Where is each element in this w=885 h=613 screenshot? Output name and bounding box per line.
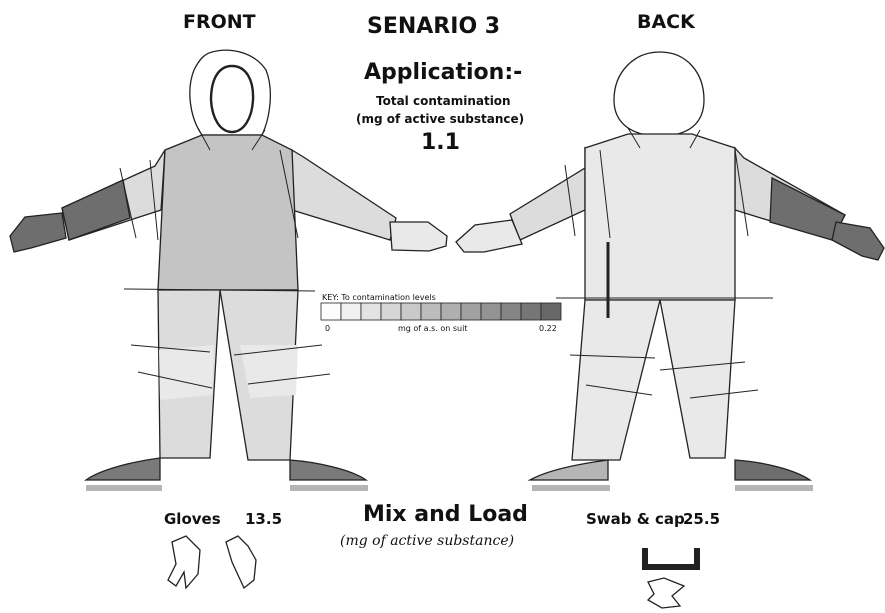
front-face xyxy=(211,66,253,132)
swab-cap-icon xyxy=(645,548,697,608)
total-contamination-value: 1.1 xyxy=(421,130,460,155)
front-label: FRONT xyxy=(183,11,256,33)
key-unit-label: mg of a.s. on suit xyxy=(398,324,467,333)
total-contamination-unit: (mg of active substance) xyxy=(356,112,524,126)
key-shade-swatch xyxy=(341,303,361,320)
key-shade-swatch xyxy=(481,303,501,320)
front-left-sole xyxy=(290,485,368,491)
key-shade-swatch xyxy=(381,303,401,320)
mix-and-load-subheading: (mg of active substance) xyxy=(340,533,514,549)
key-min-label: 0 xyxy=(325,324,330,333)
key-shade-swatch xyxy=(541,303,561,320)
key-shade-swatch xyxy=(401,303,421,320)
key-shade-swatch xyxy=(421,303,441,320)
back-head xyxy=(614,52,704,136)
back-left-boot xyxy=(735,460,810,480)
front-right-mitten xyxy=(10,213,66,252)
key-shade-swatch xyxy=(521,303,541,320)
front-left-arm xyxy=(292,150,396,240)
glove-right-icon xyxy=(226,536,256,588)
total-contamination-label: Total contamination xyxy=(376,94,511,108)
key-title: KEY: To contamination levels xyxy=(322,293,436,302)
back-right-mitten xyxy=(832,222,884,260)
back-right-boot xyxy=(530,460,608,480)
front-right-sole xyxy=(86,485,162,491)
front-right-knee-patch xyxy=(159,345,214,400)
key-shade-swatch xyxy=(501,303,521,320)
back-left-mitten xyxy=(456,220,522,252)
key-max-label: 0.22 xyxy=(539,324,557,333)
key-shade-scale xyxy=(321,303,561,320)
front-torso xyxy=(158,135,298,290)
back-right-sole xyxy=(532,485,610,491)
contamination-key xyxy=(321,303,561,320)
front-left-mitten xyxy=(390,222,447,251)
application-heading: Application:- xyxy=(364,60,522,85)
swab-icon xyxy=(648,578,684,608)
key-shade-swatch xyxy=(321,303,341,320)
front-right-boot xyxy=(86,458,160,480)
mix-and-load-heading: Mix and Load xyxy=(363,502,528,527)
gloves-label: Gloves xyxy=(164,510,221,528)
scenario-title: SENARIO 3 xyxy=(367,14,500,39)
key-shade-swatch xyxy=(441,303,461,320)
swab-cap-label: Swab & cap xyxy=(586,510,685,528)
back-label: BACK xyxy=(637,11,695,33)
back-left-sole xyxy=(735,485,813,491)
gloves-value: 13.5 xyxy=(245,510,282,528)
key-shade-swatch xyxy=(361,303,381,320)
glove-left-icon xyxy=(168,536,200,588)
glove-icons xyxy=(168,536,256,588)
cap-bracket-icon xyxy=(645,548,697,567)
back-right-leg xyxy=(572,300,660,460)
swab-cap-value: 25.5 xyxy=(683,510,720,528)
back-left-leg xyxy=(660,300,735,458)
key-shade-swatch xyxy=(461,303,481,320)
front-left-boot xyxy=(290,460,366,480)
